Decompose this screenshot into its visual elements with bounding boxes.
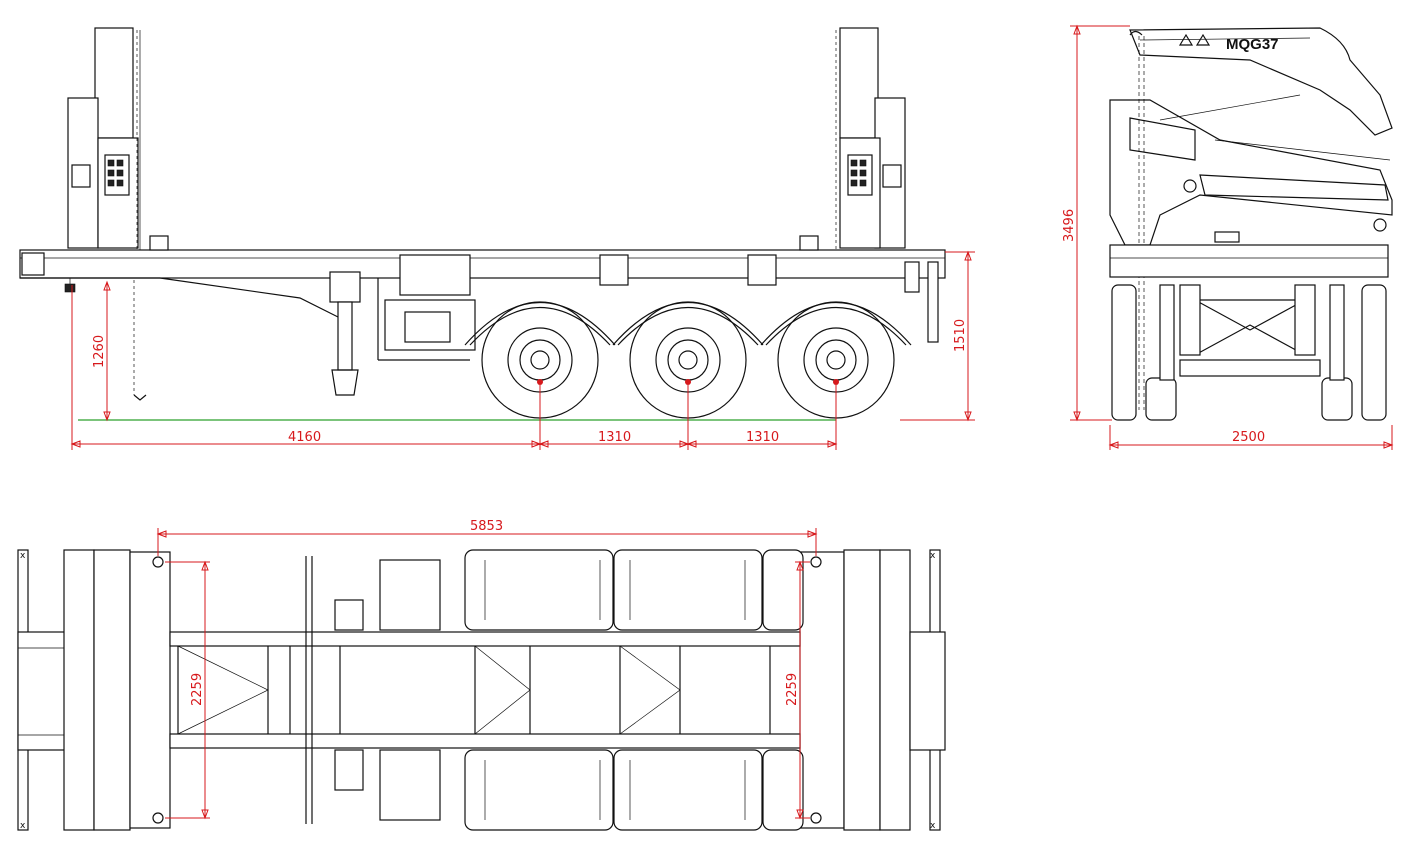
dim-coupling-height: 1260: [92, 335, 107, 368]
svg-text:x: x: [930, 821, 936, 831]
rear-tire-right-inner: [1321, 377, 1353, 421]
top-rear-crane-outer: [879, 549, 911, 831]
fender-3: [765, 306, 907, 346]
top-front-crane-inner: [93, 549, 131, 831]
rear-view: MQG37 3496: [1062, 24, 1394, 450]
svg-text:x: x: [930, 551, 936, 561]
twistlock-front-top: [152, 556, 164, 568]
top-dimensions: 5853 2259 2259: [156, 519, 818, 820]
rear-frame-beam: [1109, 244, 1389, 278]
side-deck-beam: [19, 249, 946, 279]
dim-front-to-axle: 4160: [288, 430, 321, 445]
crane-body: [1109, 99, 1393, 246]
fender-1: [469, 306, 611, 346]
crane-boom: [1129, 27, 1393, 136]
dim-deck-height: 1510: [953, 319, 968, 352]
fender-2: [617, 306, 759, 346]
rear-tire-left-outer: [1111, 284, 1137, 421]
svg-text:x: x: [20, 551, 26, 561]
side-view: 4160 1310 1310 1260 1510: [19, 27, 975, 450]
dim-overall-width: 2500: [1232, 430, 1265, 445]
rear-crane-column: [799, 27, 906, 251]
top-view: x x x x 5853 2259 2259: [17, 519, 946, 831]
top-main-beam-lower: [169, 733, 801, 749]
dim-axle-spacing-1: 1310: [598, 430, 631, 445]
dim-overall-height: 3496: [1062, 209, 1077, 242]
twistlock-rear-top: [810, 556, 822, 568]
svg-text:x: x: [20, 821, 26, 831]
dim-twistlock-spacing: 5853: [470, 519, 503, 534]
front-crane-column: [67, 27, 169, 401]
rear-dimensions: 3496 2500: [1062, 24, 1394, 450]
dim-left-width: 2259: [190, 673, 205, 706]
rear-tire-right-outer: [1361, 284, 1387, 421]
gooseneck-taper: [159, 277, 341, 319]
twistlock-front-bottom: [152, 812, 164, 824]
landing-gear-box: [329, 271, 361, 303]
rear-tire-left-inner: [1145, 377, 1177, 421]
dim-axle-spacing-2: 1310: [746, 430, 779, 445]
top-wheel-blocks: [464, 549, 804, 831]
top-main-beam-upper: [169, 631, 801, 647]
crane-model-label: MQG37: [1226, 36, 1279, 53]
landing-leg-foot: [331, 369, 359, 396]
top-front-crane-outer: [63, 549, 95, 831]
dim-right-width: 2259: [785, 673, 800, 706]
top-rear-crane-inner: [843, 549, 881, 831]
twistlock-rear-bottom: [810, 812, 822, 824]
side-dimensions: 4160 1310 1310 1260 1510: [70, 250, 975, 450]
